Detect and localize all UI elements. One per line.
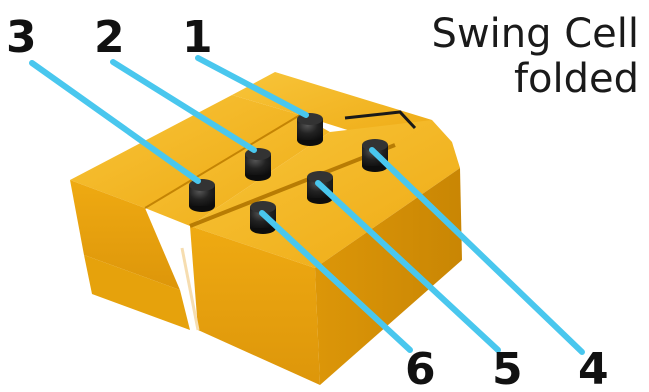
center-groove <box>189 143 396 228</box>
label-2: 2 <box>94 12 125 63</box>
label-1: 1 <box>182 12 213 63</box>
label-4: 4 <box>578 344 609 392</box>
leader-line-4 <box>369 147 585 355</box>
knob-2 <box>245 148 271 181</box>
seam-line <box>144 114 301 209</box>
diagram-title: Swing Cell folded <box>432 12 639 102</box>
leader-line-6 <box>259 210 413 353</box>
knob-3 <box>189 179 215 212</box>
title-line-1: Swing Cell <box>431 11 639 57</box>
title-line-2: folded <box>513 55 639 102</box>
knob-1 <box>297 113 323 146</box>
leader-line-2 <box>110 59 257 153</box>
label-3: 3 <box>6 12 37 63</box>
hinge-wire <box>344 110 417 130</box>
back-left-block <box>70 95 300 290</box>
groove-highlight <box>180 247 200 331</box>
label-5: 5 <box>492 344 523 392</box>
leader-line-5 <box>315 180 501 353</box>
leader-line-3 <box>29 60 201 184</box>
label-6: 6 <box>405 344 436 392</box>
leader-line-1 <box>195 55 309 118</box>
